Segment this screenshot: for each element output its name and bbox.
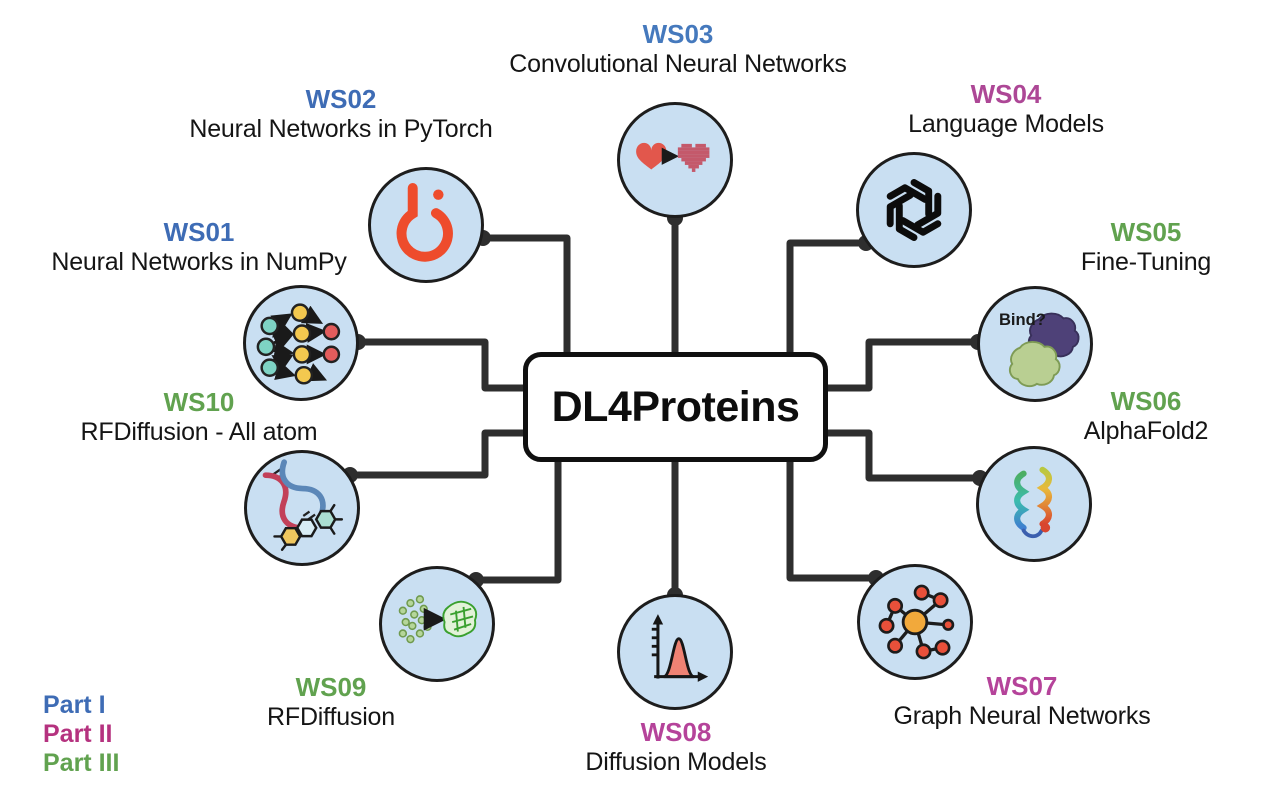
workshop-label-ws04: WS04 Language Models (796, 79, 1216, 139)
bind-question-text: Bind? (999, 310, 1046, 329)
workshop-title: Neural Networks in PyTorch (189, 115, 493, 143)
connector-ws09 (475, 460, 562, 584)
workshop-id: WS04 (970, 79, 1042, 109)
green-protein-blob (1009, 341, 1061, 388)
workshop-id: WS09 (295, 672, 367, 702)
workshop-label-ws07: WS07 Graph Neural Networks (812, 671, 1232, 731)
pytorch-icon (396, 183, 453, 262)
node-ws05-circle: Bind? (977, 286, 1093, 402)
connector-ws01 (359, 338, 525, 392)
legend-part-1: Part I (43, 691, 106, 719)
workshop-title: RFDiffusion (267, 703, 395, 731)
legend-part-2: Part II (43, 720, 113, 748)
center-label: DL4Proteins (551, 382, 800, 431)
connector-ws05 (828, 338, 979, 392)
workshop-id: WS01 (163, 217, 235, 247)
legend-part-3: Part III (43, 749, 120, 777)
node-ws03-circle (617, 102, 733, 218)
workshop-id: WS06 (1110, 386, 1182, 416)
connector-ws07 (786, 460, 877, 582)
node-ws02-circle (368, 167, 484, 283)
node-ws08-circle (617, 594, 733, 710)
workshop-id: WS08 (640, 717, 712, 747)
workshop-title: Diffusion Models (585, 748, 767, 776)
cnn-hearts-icon (636, 142, 710, 172)
dna-molecule-icon (262, 459, 344, 551)
heart-icon (636, 142, 667, 170)
workshop-label-ws09: WS09 RFDiffusion (121, 672, 541, 732)
legend: Part I Part II Part III (43, 691, 119, 778)
workshop-title: Fine-Tuning (1080, 248, 1212, 276)
workshop-id: WS03 (642, 19, 714, 49)
node-ws06-circle (976, 446, 1092, 562)
protein-binding-icon: Bind? (999, 310, 1080, 388)
node-ws10-circle (244, 450, 360, 566)
neural-network-icon (256, 303, 341, 385)
node-ws09-circle (379, 566, 495, 682)
connector-ws02 (483, 234, 571, 354)
workshop-title: AlphaFold2 (1083, 417, 1209, 445)
graph-network-icon (878, 584, 955, 660)
workshop-label-ws10: WS10 RFDiffusion - All atom (0, 387, 409, 447)
workshop-title: Convolutional Neural Networks (509, 50, 847, 78)
workshop-id: WS02 (305, 84, 377, 114)
workshop-label-ws05: WS05 Fine-Tuning (936, 217, 1268, 277)
workshop-id: WS10 (163, 387, 235, 417)
workshop-title: RFDiffusion - All atom (80, 418, 318, 446)
node-ws04-circle (856, 152, 972, 268)
workshop-label-ws06: WS06 AlphaFold2 (936, 386, 1268, 446)
workshop-id: WS05 (1110, 217, 1182, 247)
workshop-title: Neural Networks in NumPy (51, 248, 347, 276)
distribution-plot-icon (651, 614, 709, 682)
workshop-label-ws03: WS03 Convolutional Neural Networks (468, 19, 888, 79)
workshop-id: WS07 (986, 671, 1058, 701)
openai-icon (886, 179, 942, 241)
pixel-heart-icon (677, 143, 710, 172)
node-ws07-circle (857, 564, 973, 680)
center-node: DL4Proteins (523, 352, 828, 462)
alphafold-ribbon-icon (1014, 466, 1053, 539)
node-ws01-circle (243, 285, 359, 401)
workshop-title: Graph Neural Networks (893, 702, 1151, 730)
workshop-label-ws01: WS01 Neural Networks in NumPy (0, 217, 409, 277)
rfdiffusion-protein-icon (398, 595, 478, 644)
connector-ws04 (786, 239, 866, 354)
workshop-label-ws02: WS02 Neural Networks in PyTorch (131, 84, 551, 144)
workshop-title: Language Models (908, 110, 1104, 138)
workshop-label-ws08: WS08 Diffusion Models (466, 717, 886, 777)
